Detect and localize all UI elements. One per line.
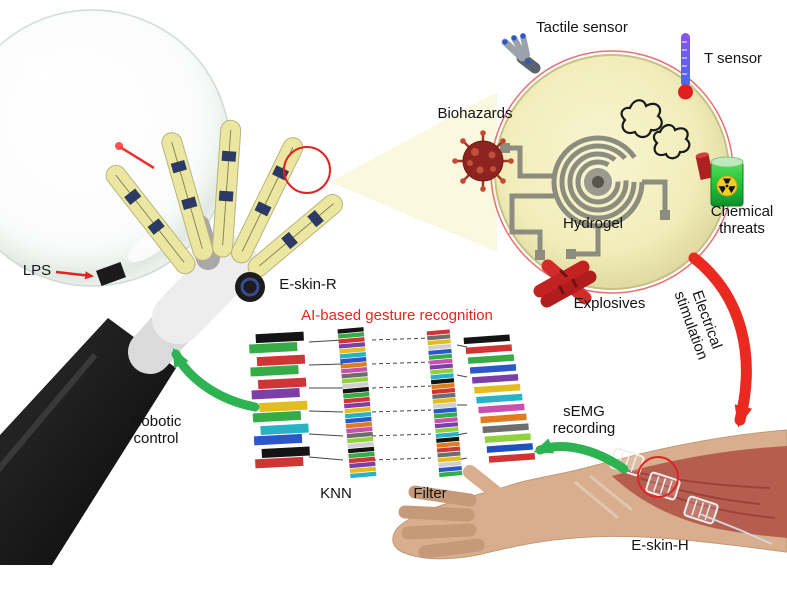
- lps-arrow: [55, 270, 94, 280]
- label-semg-recording: sEMG recording: [552, 403, 616, 437]
- label-ai-title: AI-based gesture recognition: [301, 307, 493, 324]
- label-knn: KNN: [320, 485, 352, 502]
- nn-output-layer: [463, 334, 536, 463]
- label-robotic-control: Robotic control: [130, 413, 182, 447]
- tactile-sensor-icon: [501, 33, 541, 74]
- explosives-icon: [533, 259, 597, 308]
- nn-connections: [308, 337, 468, 461]
- hydrogel-disc: [490, 50, 734, 294]
- lps-module: [96, 262, 126, 286]
- label-biohazards: Biohazards: [437, 105, 513, 122]
- electrical-stimulation-arrow: [688, 252, 753, 428]
- label-t-sensor: T sensor: [703, 50, 763, 67]
- label-tactile-sensor: Tactile sensor: [536, 19, 628, 36]
- label-filter: Filter: [413, 485, 447, 502]
- nn-knn-layer: [337, 327, 377, 479]
- zoom-circle-forearm: [637, 456, 679, 498]
- zoom-beam: [330, 92, 497, 252]
- t-sensor-icon: [678, 33, 693, 100]
- robotic-hand-fingers: [105, 119, 343, 302]
- label-explosives: Explosives: [573, 295, 646, 312]
- label-eskin-r: E-skin-R: [279, 276, 337, 293]
- label-lps: LPS: [22, 262, 52, 279]
- label-eskin-h: E-skin-H: [631, 537, 689, 554]
- semg-arrow: [533, 438, 629, 474]
- nn-input-layer: [249, 331, 310, 469]
- label-chemical-threats: Chemical threats: [710, 203, 774, 237]
- chemical-can-icon: [695, 152, 744, 207]
- robotic-control-arrow: [171, 347, 260, 412]
- laser-beam: [115, 142, 155, 170]
- squiggle-icons: [620, 99, 691, 160]
- zoom-circle-hand: [283, 146, 331, 194]
- human-forearm: [392, 429, 787, 560]
- virus-icon: [452, 130, 514, 192]
- label-hydrogel: Hydrogel: [562, 215, 624, 232]
- nn-filter-layer: [426, 329, 463, 478]
